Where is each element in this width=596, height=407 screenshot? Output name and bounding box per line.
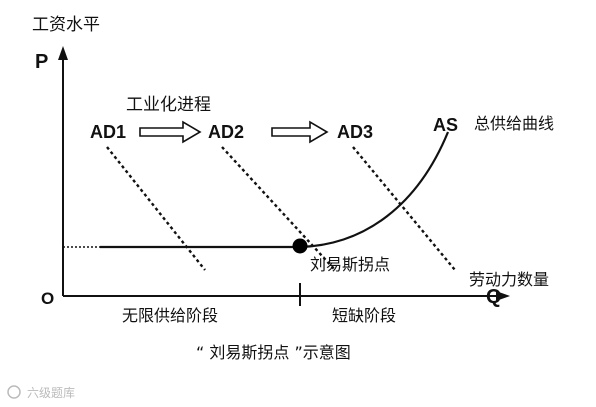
as-rising-segment	[299, 131, 450, 249]
y-axis-arrow	[58, 46, 68, 60]
turning-point-marker	[292, 238, 308, 254]
y-axis-symbol: P	[35, 51, 48, 73]
x-axis-arrow	[496, 291, 510, 301]
origin-label: O	[41, 289, 54, 308]
watermark: 六级题库	[7, 385, 75, 400]
ad3-label: AD3	[337, 122, 373, 142]
as-symbol: AS	[433, 115, 458, 135]
ad2-label: AD2	[208, 122, 244, 142]
x-axis-title: 劳动力数量	[469, 270, 549, 289]
shift-arrow-2	[271, 120, 329, 144]
stage-left-label: 无限供给阶段	[122, 306, 218, 325]
watermark-text: 六级题库	[27, 385, 75, 400]
watermark-logo-icon	[7, 385, 21, 399]
caption: “ 刘易斯拐点 ”示意图	[196, 343, 351, 362]
turning-point-label: 刘易斯拐点	[310, 255, 390, 274]
process-label: 工业化进程	[126, 95, 211, 115]
as-label: 总供给曲线	[474, 114, 554, 133]
stage-right-label: 短缺阶段	[332, 306, 396, 325]
shift-arrow-1	[139, 120, 202, 144]
x-axis-symbol: Q	[486, 286, 502, 308]
ad1-curve	[106, 146, 206, 271]
ad1-label: AD1	[90, 122, 126, 142]
ad3-curve	[352, 146, 456, 271]
ad2-curve	[221, 146, 336, 271]
y-axis-title: 工资水平	[32, 15, 100, 35]
